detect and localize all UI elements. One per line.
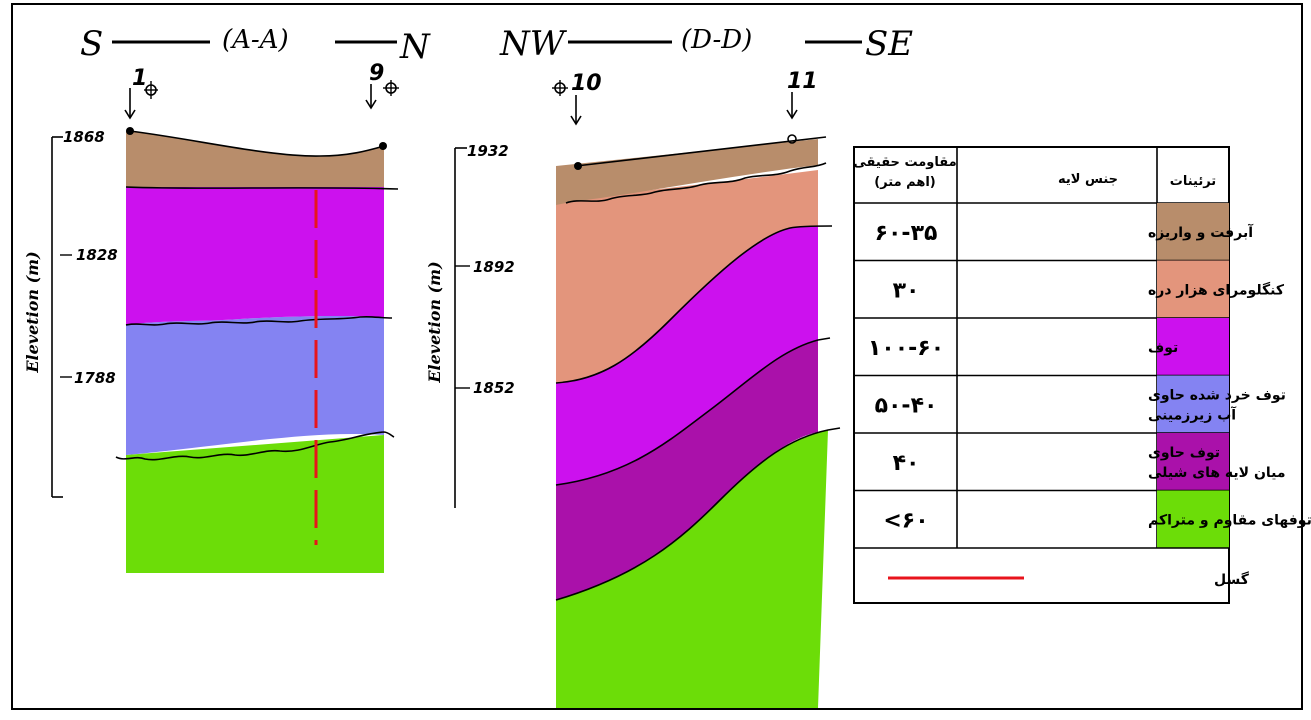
legend-name-6-line-1: توفهای مقاوم و متراکم <box>1148 512 1311 528</box>
aa-axis-title: Elevetion (m) <box>23 251 42 373</box>
legend-name-5-line-2: میان لایه های شیلی <box>1148 465 1286 481</box>
legend-rows: آبرفت و واریزه ۶۰-۳۵ کنگلومرای هزار دره ۳۰ ت… <box>854 203 1311 549</box>
legend-resistivity-4: ۵۰-۴۰ <box>875 393 938 418</box>
legend-swatch-1 <box>1157 203 1229 261</box>
aa-layer-blue-crushed-tuff <box>126 315 384 455</box>
well-label-9: 9 <box>369 61 384 86</box>
section-dd-name: (D-D) <box>681 25 752 55</box>
legend-table: مقاومت حقیقی (اهم متر) جنس لایه ترئینات … <box>853 146 1311 604</box>
legend-head-name: جنس لایه <box>1058 172 1118 187</box>
legend-swatch-2 <box>1157 260 1229 318</box>
dd-layer-purple-tuff <box>556 226 818 485</box>
dd-axis-title: Elevetion (m) <box>425 261 444 383</box>
legend-resistivity-5: ۴۰ <box>893 451 920 476</box>
legend-head-resistivity-1: مقاومت حقیقی <box>853 155 956 170</box>
legend-resistivity-3: ۱۰۰-۶۰ <box>868 336 944 361</box>
section-aa-right-label: N <box>399 27 431 67</box>
well-marker-11: 11 <box>786 69 818 120</box>
legend-name-2-line-1: کنگلومرای هزار دره <box>1148 281 1285 298</box>
legend-swatch-6 <box>1157 490 1229 548</box>
legend-resistivity-2: ۳۰ <box>893 278 920 303</box>
dd-layer-brown-alluvium <box>556 139 818 205</box>
aa-layer-brown-alluvium <box>126 131 384 187</box>
dd-tick-label-1932: 1932 <box>467 142 509 160</box>
aa-layer-green-tuff <box>126 435 384 573</box>
section-dd: NW (D-D) SE 10 11 <box>425 24 913 708</box>
section-aa-left-label: S <box>80 24 103 64</box>
well-label-10: 10 <box>571 71 602 96</box>
well-marker-10: 10 <box>552 71 602 126</box>
aa-elevation-axis: 1868 1828 1788 Elevetion (m) <box>23 128 118 498</box>
legend-name-1-line-1: آبرفت و واریزه <box>1148 223 1254 241</box>
section-aa: S (A-A) N 1 9 <box>23 24 431 573</box>
legend-fault-label: گسل <box>1214 571 1250 588</box>
legend-swatch-3 <box>1157 318 1229 376</box>
legend-name-5-line-1: توف حاوی <box>1148 445 1220 461</box>
aa-tick-label-1868: 1868 <box>63 128 105 146</box>
well-marker-1: 1 <box>124 66 158 120</box>
aa-tick-label-1828: 1828 <box>76 246 118 264</box>
well-label-11: 11 <box>787 69 818 94</box>
aa-layer-purple-tuff <box>126 187 384 325</box>
well-marker-9: 9 <box>365 61 399 110</box>
dd-layer-darkpurple-shale-tuff <box>556 340 818 600</box>
section-dd-left-label: NW <box>499 24 568 64</box>
dd-elevation-axis: 1932 1892 1852 Elevetion (m) <box>425 142 515 508</box>
legend-resistivity-6: <۶۰ <box>883 508 928 533</box>
well-label-1: 1 <box>132 66 147 91</box>
legend-head-symbol: ترئینات <box>1170 174 1216 189</box>
dd-layer-green-tuff <box>556 430 828 708</box>
section-dd-right-label: SE <box>865 24 913 64</box>
legend-name-3-line-1: توف <box>1148 340 1178 356</box>
section-aa-name: (A-A) <box>222 25 289 55</box>
legend-name-4-line-1: توف خرد شده حاوی <box>1148 387 1286 403</box>
figure-border <box>11 3 1303 710</box>
legend-name-4-line-2: آب زیرزمینی <box>1148 405 1237 423</box>
dd-layer-salmon-conglomerate <box>556 170 818 383</box>
legend-swatch-4 <box>1157 375 1229 433</box>
dd-tick-label-1892: 1892 <box>473 258 515 276</box>
legend-swatch-5 <box>1157 433 1229 491</box>
dd-tick-label-1852: 1852 <box>473 379 515 397</box>
aa-tick-label-1788: 1788 <box>74 369 116 387</box>
legend-head-resistivity-2: (اهم متر) <box>874 175 936 190</box>
legend-resistivity-1: ۶۰-۳۵ <box>875 221 938 246</box>
